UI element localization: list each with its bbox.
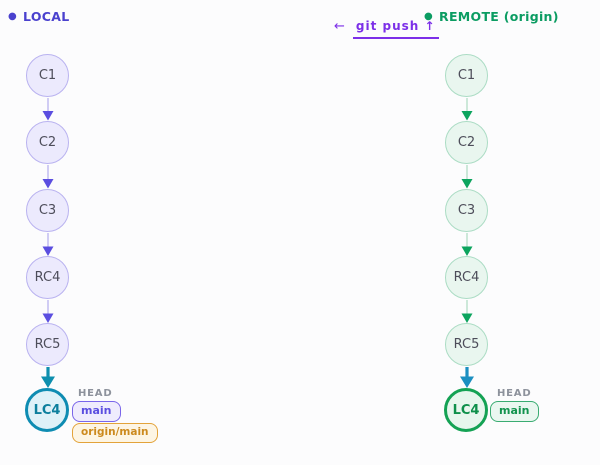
arrow-local-2 [42,165,54,189]
commit-node-local-rc4: RC4 [26,256,69,299]
commit-node-remote-rc5: RC5 [445,323,488,366]
arrow-remote-1 [461,98,473,121]
arrow-local-1 [42,98,54,121]
remote-bullet-icon: ● [424,10,434,22]
commit-node-local-c2: C2 [26,121,69,164]
commit-node-remote-lc4-head: LC4 [444,388,488,432]
git-push-label: git push ↑ [352,19,439,39]
arrow-local-4 [42,300,54,323]
arrow-local-3 [42,233,54,256]
commit-node-local-c1: C1 [26,54,69,97]
branch-badge-local-main: main [72,401,121,422]
local-header-label: LOCAL [23,9,70,24]
remote-header: ● REMOTE (origin) [424,9,559,24]
branch-badge-remote-main: main [490,401,539,422]
remote-header-label: REMOTE (origin) [439,9,559,24]
left-arrow-icon: ← [334,19,345,34]
commit-node-remote-c2: C2 [445,121,488,164]
head-ref-remote: HEAD [497,388,532,399]
commit-node-remote-rc4: RC4 [445,256,488,299]
arrow-remote-2 [461,165,473,189]
head-ref-local: HEAD [78,388,113,399]
commit-node-remote-c1: C1 [445,54,488,97]
git-push-action[interactable]: ← git push ↑ [334,19,439,39]
commit-node-local-c3: C3 [26,189,69,232]
commit-node-local-rc5: RC5 [26,323,69,366]
arrow-remote-4 [461,300,473,323]
arrow-remote-head [460,367,474,388]
arrow-local-head [41,367,55,388]
arrow-remote-3 [461,233,473,256]
local-bullet-icon: ● [8,10,18,22]
commit-node-local-lc4-head: LC4 [25,388,69,432]
local-header: ● LOCAL [8,9,70,24]
commit-node-remote-c3: C3 [445,189,488,232]
branch-badge-origin-main: origin/main [72,423,158,444]
